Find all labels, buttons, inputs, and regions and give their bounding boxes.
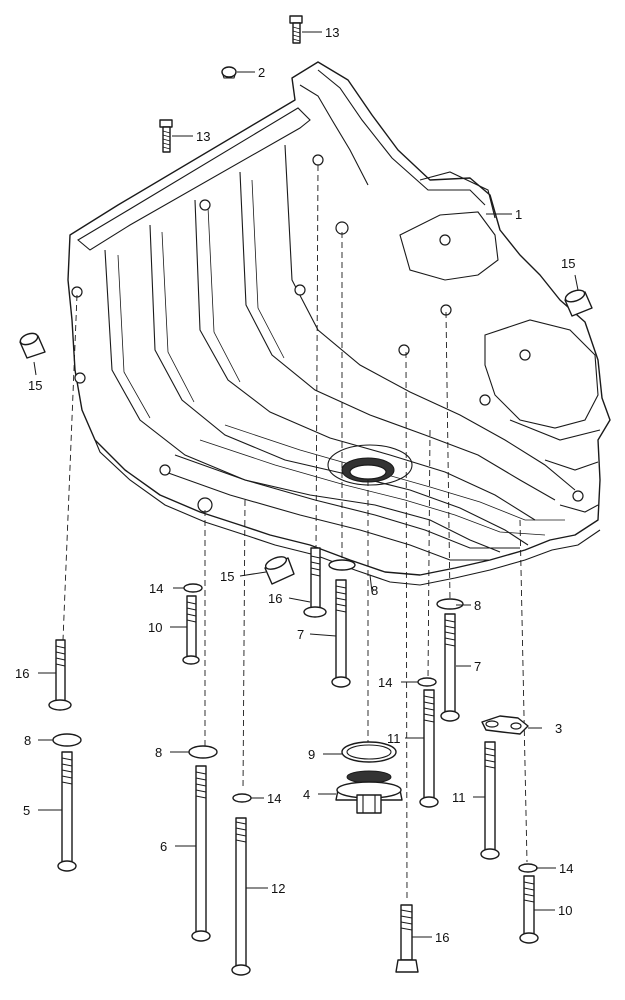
callout-13: 13 bbox=[325, 25, 339, 40]
callout-15: 15 bbox=[28, 378, 42, 393]
bolt-13-upper bbox=[289, 15, 303, 44]
clamp-3 bbox=[481, 715, 529, 735]
callout-6: 6 bbox=[160, 839, 167, 854]
callout-14: 14 bbox=[559, 861, 573, 876]
callout-12: 12 bbox=[271, 881, 285, 896]
callout-8: 8 bbox=[24, 733, 31, 748]
callout-5: 5 bbox=[23, 803, 30, 818]
o-ring-9 bbox=[341, 741, 397, 763]
callout-7: 7 bbox=[297, 627, 304, 642]
bolt-7-right bbox=[440, 613, 460, 722]
collar-15-left bbox=[19, 332, 46, 359]
callout-3: 3 bbox=[555, 721, 562, 736]
callout-8: 8 bbox=[474, 598, 481, 613]
callout-11: 11 bbox=[387, 731, 401, 746]
callout-14: 14 bbox=[378, 675, 392, 690]
washer-8-d bbox=[188, 745, 218, 759]
callout-10: 10 bbox=[148, 620, 162, 635]
alignment-lines bbox=[62, 164, 528, 901]
bolt-16-bottom bbox=[395, 904, 419, 973]
bolt-7-middle bbox=[331, 579, 351, 688]
collar-15-right bbox=[564, 289, 593, 317]
bolt-11-middle bbox=[419, 689, 439, 808]
callout-4: 4 bbox=[303, 787, 310, 802]
washer-14-a bbox=[183, 583, 203, 593]
washer-8-c bbox=[52, 733, 82, 747]
oil-pan-body bbox=[67, 61, 611, 586]
washer-14-d bbox=[518, 863, 538, 873]
washer-14-b bbox=[417, 677, 437, 687]
callout-numbers: 13 2 13 1 15 15 8 15 14 16 8 10 7 7 16 1… bbox=[15, 25, 575, 945]
callout-2: 2 bbox=[258, 65, 265, 80]
fasteners bbox=[19, 15, 593, 976]
callout-16: 16 bbox=[435, 930, 449, 945]
washer-14-c bbox=[232, 793, 252, 803]
collar-15-middle bbox=[264, 556, 295, 585]
drain-plug-4 bbox=[335, 770, 403, 814]
bolt-16-middle bbox=[303, 547, 327, 618]
callout-15: 15 bbox=[561, 256, 575, 271]
dowel-pin-2 bbox=[221, 66, 237, 79]
washer-8-b bbox=[436, 598, 464, 610]
callout-7: 7 bbox=[474, 659, 481, 674]
washer-8-a bbox=[328, 559, 356, 571]
callout-14: 14 bbox=[267, 791, 281, 806]
callout-13: 13 bbox=[196, 129, 210, 144]
callout-16: 16 bbox=[268, 591, 282, 606]
callout-10: 10 bbox=[558, 903, 572, 918]
callout-16: 16 bbox=[15, 666, 29, 681]
bolt-13-lower bbox=[159, 119, 173, 153]
callout-9: 9 bbox=[308, 747, 315, 762]
bolt-10-right bbox=[519, 875, 539, 944]
callout-15: 15 bbox=[220, 569, 234, 584]
leader-lines bbox=[33, 31, 579, 938]
stud-12 bbox=[231, 817, 251, 976]
bolt-11-right bbox=[480, 741, 500, 860]
callout-1: 1 bbox=[515, 207, 522, 222]
bolt-16-left bbox=[48, 639, 72, 711]
callout-8: 8 bbox=[155, 745, 162, 760]
bolt-10-left bbox=[182, 595, 200, 665]
bolt-5 bbox=[57, 751, 77, 872]
bolt-6 bbox=[191, 765, 211, 942]
callout-11: 11 bbox=[452, 790, 466, 805]
callout-14: 14 bbox=[149, 581, 163, 596]
callout-8: 8 bbox=[371, 583, 378, 598]
